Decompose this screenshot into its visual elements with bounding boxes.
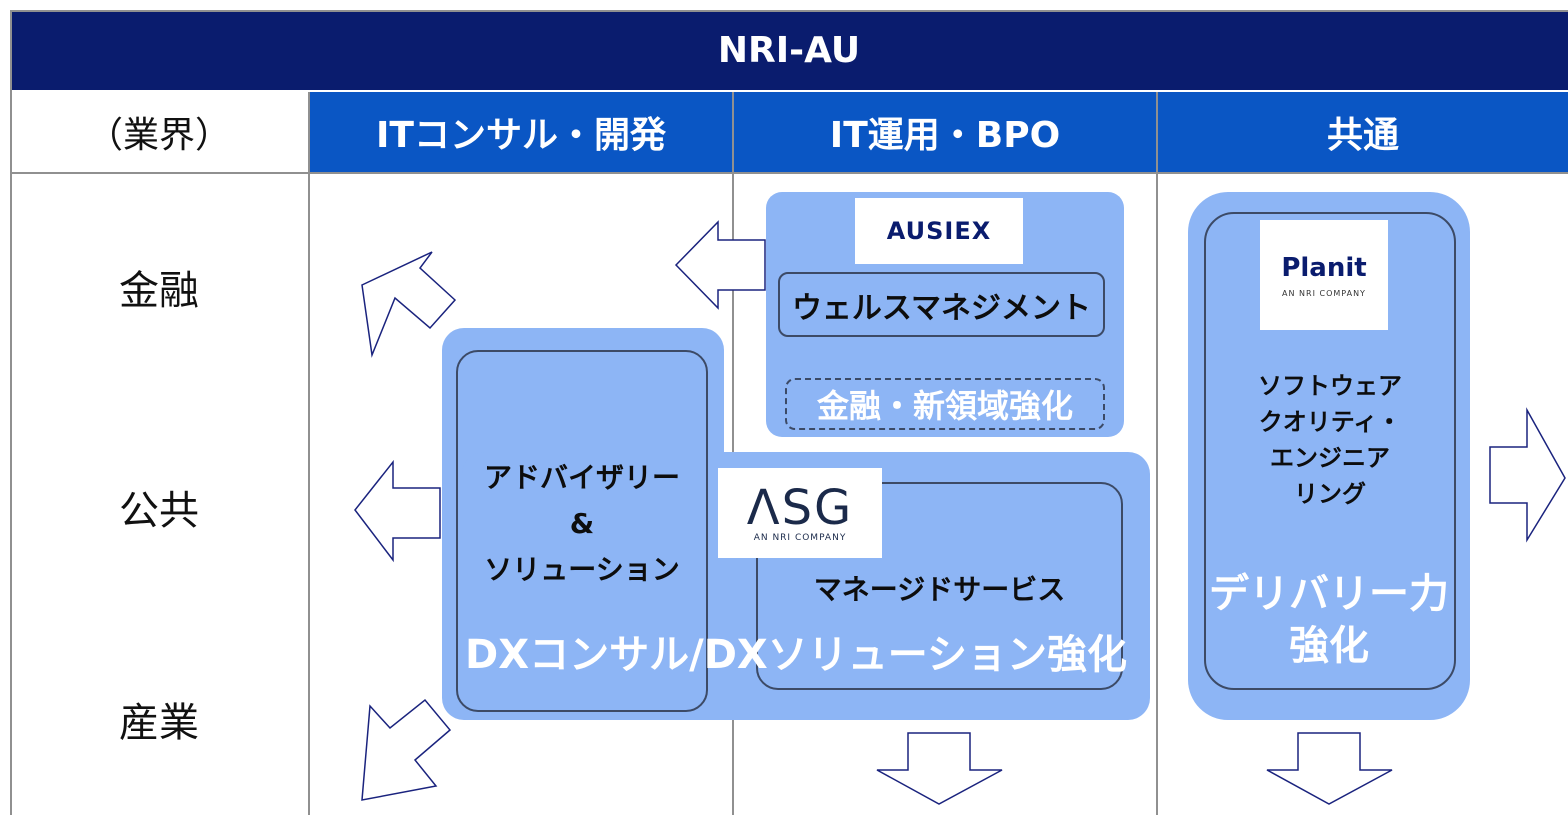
ausiex-logo-text: AUSIEX xyxy=(886,217,992,245)
wealth-management-box: ウェルスマネジメント xyxy=(778,272,1105,337)
column-header-it-consulting: ITコンサル・開発 xyxy=(310,92,732,172)
advisory-solution-label: アドバイザリー & ソリューション xyxy=(456,455,708,593)
arrow-down-icon xyxy=(1266,732,1393,805)
planit-service-line: ソフトウェア xyxy=(1258,372,1402,400)
delivery-line: デリバリー力 xyxy=(1209,571,1449,617)
managed-services-label: マネージドサービス xyxy=(813,573,1066,606)
planit-logo-text: Planit xyxy=(1281,252,1367,283)
planit-service-line: クオリティ・ xyxy=(1258,408,1402,436)
delivery-line: 強化 xyxy=(1289,623,1369,669)
planit-service-line: エンジニア xyxy=(1270,444,1390,472)
planit-service-line: リング xyxy=(1294,480,1366,508)
asg-logo: ΛSG AN NRI COMPANY xyxy=(718,468,882,558)
grid-frame xyxy=(10,10,1568,815)
managed-services-outline xyxy=(756,482,1123,690)
arrow-right-icon xyxy=(1489,407,1566,543)
industry-industrial: 産業 xyxy=(119,700,199,746)
delivery-headline: デリバリー力 強化 xyxy=(1188,568,1470,672)
arrow-down-icon xyxy=(876,732,1003,805)
arrow-left-icon xyxy=(354,459,441,563)
planit-logo-sub: AN NRI COMPANY xyxy=(1282,288,1366,298)
diagram-title: NRI-AU xyxy=(10,10,1568,90)
industry-finance: 金融 xyxy=(119,268,199,314)
advisory-outline xyxy=(456,350,708,712)
grid-divider xyxy=(308,92,310,815)
arrow-up-left-icon xyxy=(361,251,457,358)
column-header-common: 共通 xyxy=(1158,92,1568,172)
ausiex-logo: AUSIEX xyxy=(855,198,1023,264)
software-quality-label: ソフトウェア クオリティ・ エンジニア リング xyxy=(1204,368,1456,512)
asg-logo-text: ΛSG xyxy=(746,480,854,536)
advisory-line: アドバイザリー xyxy=(483,461,680,494)
industry-public: 公共 xyxy=(119,488,199,534)
advisory-line: ソリューション xyxy=(484,553,680,586)
grid-divider xyxy=(1156,92,1158,815)
asg-logo-sub: AN NRI COMPANY xyxy=(753,533,847,543)
industry-header: （業界） xyxy=(10,92,308,172)
planit-outline xyxy=(1204,212,1456,690)
dx-headline: DXコンサル/DXソリューション強化 xyxy=(465,632,1127,678)
column-header-it-operations: IT運用・BPO xyxy=(734,92,1156,172)
finance-new-domain-label: 金融・新領域強化 xyxy=(785,378,1105,430)
arrow-down-left-icon xyxy=(361,698,452,801)
header-divider xyxy=(10,172,1568,174)
advisory-line: & xyxy=(569,507,595,540)
planit-logo: Planit AN NRI COMPANY xyxy=(1260,220,1388,330)
arrow-left-icon xyxy=(674,220,766,310)
